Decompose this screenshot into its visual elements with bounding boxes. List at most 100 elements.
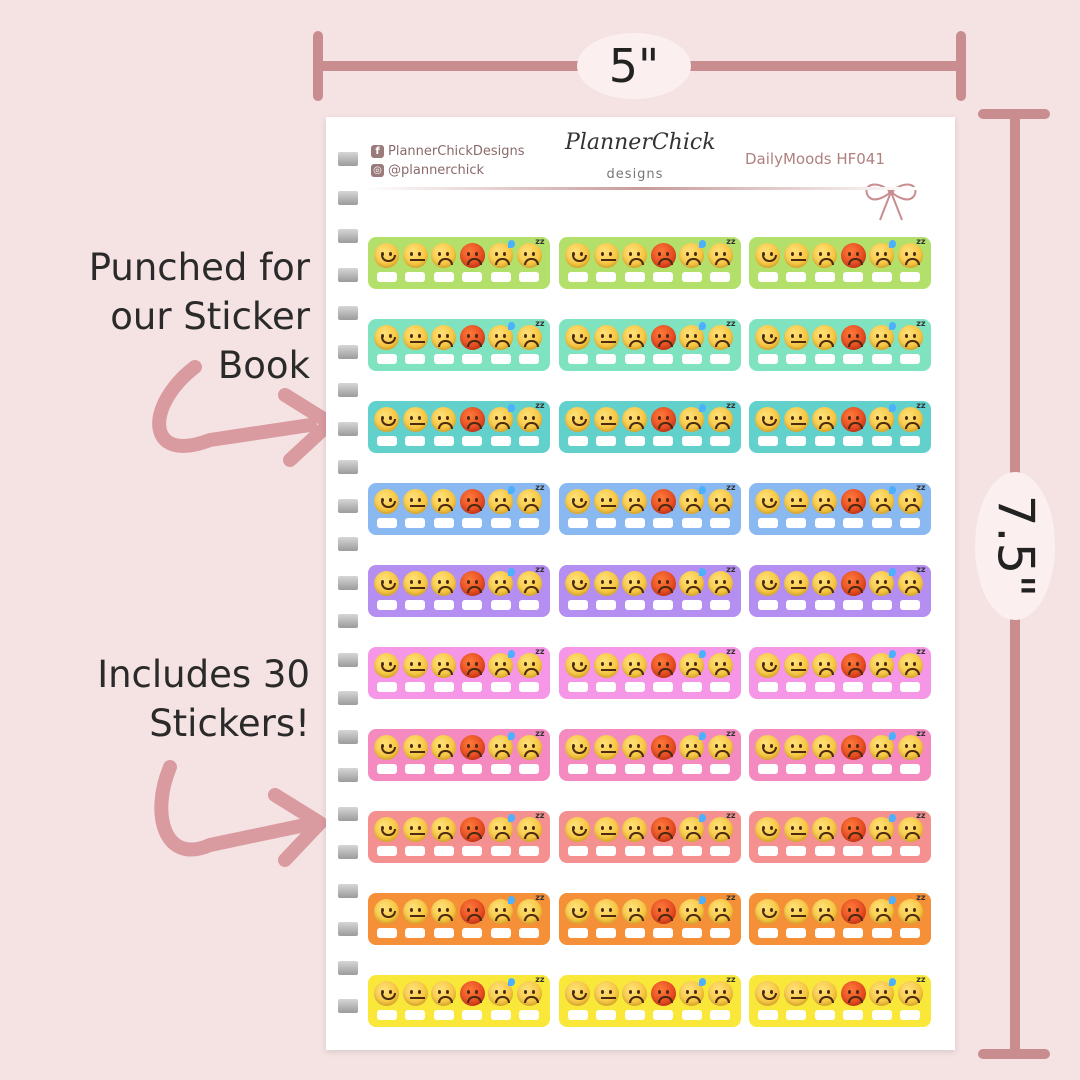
write-in-box <box>519 272 539 282</box>
write-in-box <box>462 764 482 774</box>
write-in-box <box>519 354 539 364</box>
punch-hole <box>338 768 358 782</box>
mood-sticker-strip: zz <box>559 893 741 945</box>
punch-hole <box>338 460 358 474</box>
write-in-box <box>843 272 863 282</box>
unamused-face-icon <box>783 407 809 432</box>
write-in-box <box>624 846 645 856</box>
punched-note: Punched for our Sticker Book <box>10 243 310 390</box>
write-in-box <box>871 354 892 364</box>
mood-sticker-strip: zz <box>559 729 741 781</box>
smiling-face-icon <box>374 899 399 924</box>
write-in-box <box>624 354 645 364</box>
angry-face-icon <box>840 817 866 842</box>
mood-sticker-strip: zz <box>559 483 741 535</box>
angry-face-icon <box>840 981 866 1006</box>
punched-note-line: Punched for <box>88 246 310 289</box>
worried-face-icon <box>812 243 837 268</box>
mood-sticker-strip: zz <box>559 237 741 289</box>
mood-sticker-strip: zz <box>749 237 931 289</box>
write-in-box <box>710 600 730 610</box>
sleepy-face-icon: zz <box>707 483 736 514</box>
mood-sticker-strip: zz <box>559 565 741 617</box>
stressed-face-icon <box>869 568 896 596</box>
write-in-box <box>871 436 892 446</box>
smiling-face-icon <box>565 243 590 268</box>
unamused-face-icon <box>402 981 428 1006</box>
stressed-face-icon <box>488 486 515 514</box>
stressed-face-icon <box>488 568 515 596</box>
write-in-box <box>900 436 920 446</box>
stressed-face-icon <box>488 322 515 350</box>
punched-note-line: our Sticker <box>110 295 310 338</box>
smiling-face-icon <box>565 325 590 350</box>
write-in-box <box>519 682 539 692</box>
write-in-box <box>843 764 863 774</box>
write-in-box <box>596 682 616 692</box>
stressed-face-icon <box>679 732 706 760</box>
unamused-face-icon <box>402 735 428 760</box>
smiling-face-icon <box>755 407 780 432</box>
worried-face-icon <box>622 407 647 432</box>
angry-face-icon <box>459 653 485 678</box>
write-in-box <box>624 764 645 774</box>
facebook-handle: f PlannerChickDesigns <box>371 144 525 159</box>
punch-hole <box>338 845 358 859</box>
smiling-face-icon <box>374 243 399 268</box>
smiling-face-icon <box>374 817 399 842</box>
worried-face-icon <box>431 817 456 842</box>
stressed-face-icon <box>488 732 515 760</box>
worried-face-icon <box>812 571 837 596</box>
stressed-face-icon <box>869 404 896 432</box>
sleepy-face-icon: zz <box>897 729 926 760</box>
smiling-face-icon <box>755 243 780 268</box>
mood-sticker-strip: zz <box>368 975 550 1027</box>
write-in-box <box>786 272 806 282</box>
write-in-box <box>405 354 425 364</box>
write-in-box <box>405 436 425 446</box>
write-in-box <box>376 846 397 856</box>
sleepy-face-icon: zz <box>516 647 545 678</box>
write-in-box <box>567 518 588 528</box>
write-in-box <box>490 928 511 938</box>
stressed-face-icon <box>869 240 896 268</box>
sleepy-face-icon: zz <box>897 975 926 1006</box>
worried-face-icon <box>812 489 837 514</box>
unamused-face-icon <box>402 653 428 678</box>
write-in-box <box>843 1010 863 1020</box>
stressed-face-icon <box>679 486 706 514</box>
stressed-face-icon <box>679 814 706 842</box>
write-in-box <box>624 600 645 610</box>
worried-face-icon <box>431 489 456 514</box>
angry-face-icon <box>459 899 485 924</box>
instagram-handle-text: @plannerchick <box>388 163 485 178</box>
write-in-box <box>462 682 482 692</box>
smiling-face-icon <box>374 735 399 760</box>
angry-face-icon <box>840 899 866 924</box>
write-in-box <box>843 600 863 610</box>
unamused-face-icon <box>783 325 809 350</box>
punch-hole <box>338 806 358 821</box>
stressed-face-icon <box>488 650 515 678</box>
write-in-box <box>681 1010 702 1020</box>
write-in-box <box>433 600 454 610</box>
angry-face-icon <box>650 243 676 268</box>
write-in-box <box>843 518 863 528</box>
angry-face-icon <box>840 407 866 432</box>
write-in-box <box>814 436 835 446</box>
stressed-face-icon <box>869 322 896 350</box>
sheet-title: DailyMoods HF041 <box>745 150 885 168</box>
write-in-box <box>433 354 454 364</box>
punch-hole <box>338 344 358 359</box>
write-in-box <box>786 354 806 364</box>
write-in-box <box>843 354 863 364</box>
smiling-face-icon <box>374 981 399 1006</box>
mood-sticker-strip: zz <box>749 893 931 945</box>
unamused-face-icon <box>593 653 619 678</box>
write-in-box <box>843 436 863 446</box>
includes-note-line: Stickers! <box>149 702 310 745</box>
angry-face-icon <box>840 571 866 596</box>
angry-face-icon <box>459 817 485 842</box>
brand-logo: PlannerChick <box>565 130 716 155</box>
write-in-box <box>596 1010 616 1020</box>
